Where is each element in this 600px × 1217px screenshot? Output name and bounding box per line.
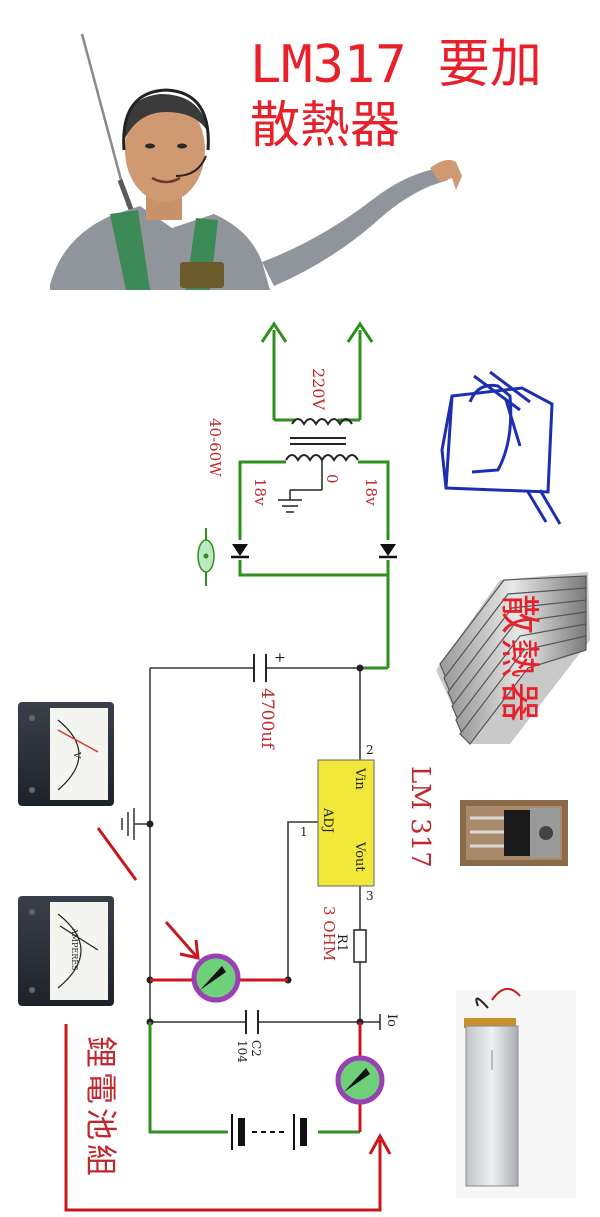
pin-number-3: 3 bbox=[366, 889, 374, 903]
capacitor2-name: C2 bbox=[249, 1040, 263, 1057]
transformer-illustration bbox=[440, 370, 562, 525]
circuit-wiring bbox=[134, 667, 380, 1023]
diode-right bbox=[379, 544, 397, 559]
lm317-regulator bbox=[317, 759, 375, 887]
ac-input-arrows bbox=[260, 321, 374, 422]
secondary-left-label: 18v bbox=[251, 478, 269, 506]
header-title-line1: LM317 要加 bbox=[250, 35, 542, 95]
pin-number-1: 1 bbox=[300, 825, 308, 839]
voltmeter-pointer-line bbox=[96, 827, 138, 881]
lm317-photo bbox=[460, 800, 568, 866]
ammeter-gauge-bottom bbox=[335, 1055, 385, 1105]
capacitor-c2 bbox=[245, 1010, 259, 1034]
battery-photo bbox=[456, 988, 576, 1198]
resistor-name: R1 bbox=[334, 934, 349, 952]
ammeter-arrow-top bbox=[164, 921, 200, 960]
secondary-right-label: 18v bbox=[362, 478, 380, 506]
heatsink-label: 散熱器 bbox=[496, 594, 542, 726]
lm317-name: LM 317 bbox=[405, 766, 435, 868]
presenter-photo bbox=[50, 33, 462, 290]
transformer-primary-label: 220V bbox=[309, 368, 328, 411]
lm317-pin-vin: Vin bbox=[352, 767, 367, 790]
transformer-power-label: 40-60W bbox=[206, 418, 224, 477]
ammeter-unit: AMPERES bbox=[70, 927, 79, 971]
capacitor-main-label: 4700uf bbox=[257, 688, 277, 750]
fuse-icon bbox=[197, 528, 215, 586]
capacitor-4700uf bbox=[253, 654, 267, 682]
resistor-r1 bbox=[353, 929, 367, 963]
battery-wiring bbox=[148, 1022, 360, 1134]
battery-symbol bbox=[231, 1114, 307, 1150]
lm317-pin-adj: ADJ bbox=[320, 807, 335, 833]
capacitor-polarity: + bbox=[274, 650, 286, 666]
lm317-pin-vout: Vout bbox=[352, 841, 367, 872]
transformer-symbol bbox=[278, 418, 359, 513]
ground-symbol-main bbox=[121, 808, 135, 840]
battery-pack-label: 鋰電池組 bbox=[82, 1036, 120, 1180]
center-tap-label: 0 bbox=[323, 474, 341, 484]
capacitor2-value: 104 bbox=[235, 1040, 249, 1063]
pin-number-2: 2 bbox=[366, 743, 374, 757]
rectifier-wiring bbox=[238, 460, 390, 670]
ammeter-gauge-top bbox=[191, 953, 241, 1003]
heatsink-illustration bbox=[436, 572, 590, 745]
diode-left bbox=[231, 544, 249, 559]
header-title-line2: 散熱器 bbox=[250, 96, 400, 154]
resistor-value: 3 OHM bbox=[320, 906, 338, 961]
junction-dot bbox=[146, 820, 154, 828]
voltmeter-unit: V bbox=[71, 751, 81, 759]
current-label: Io bbox=[384, 1014, 399, 1027]
voltmeter-photo: V bbox=[18, 702, 114, 806]
junction-dot bbox=[356, 664, 364, 672]
ammeter-arrow-bottom bbox=[64, 1024, 392, 1212]
ammeter-photo: AMPERES bbox=[18, 896, 114, 1006]
